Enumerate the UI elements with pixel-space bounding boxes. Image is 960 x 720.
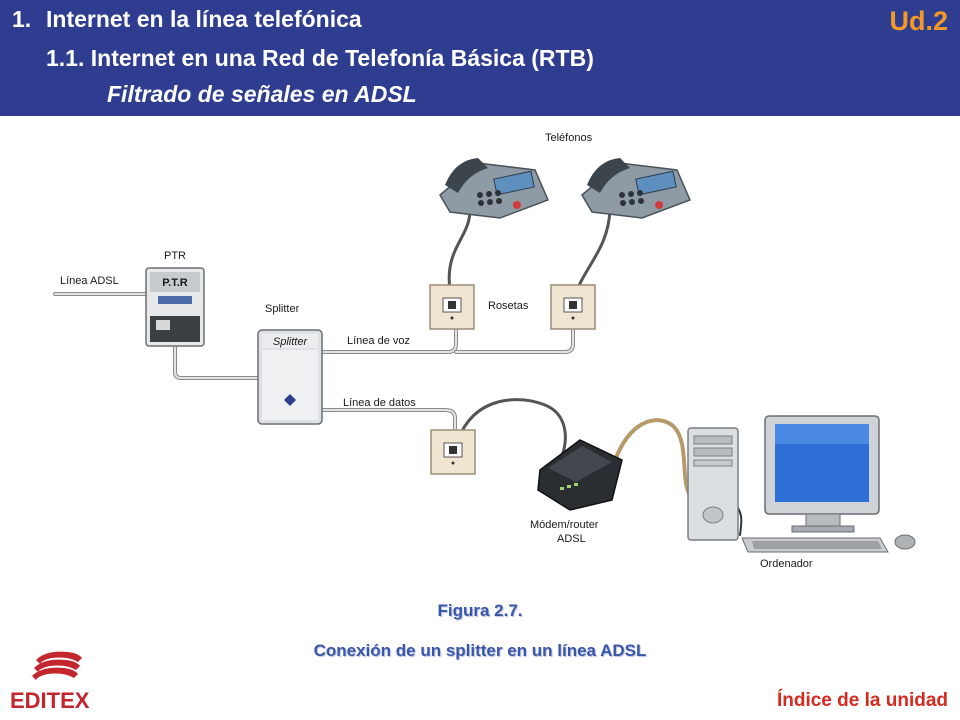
label-modem-router: Módem/router (530, 519, 599, 531)
label-ordenador: Ordenador (760, 558, 813, 570)
unit-badge: Ud.2 (889, 6, 948, 36)
section-number: 1. (12, 6, 32, 32)
topic-title: Filtrado de señales en ADSL (107, 81, 417, 107)
label-ptr: PTR (164, 250, 186, 262)
subsection-title: 1.1. Internet en una Red de Telefonía Bá… (46, 45, 594, 71)
header-bar: 1. Internet en la línea telefónica 1.1. I… (0, 0, 960, 116)
label-linea-datos: Línea de datos (343, 397, 416, 409)
logo-text: EDITEX (10, 688, 90, 712)
adsl-splitter-diagram: P.T.R Splitter (53, 132, 916, 570)
ptr-device-icon: P.T.R (145, 267, 205, 347)
phone-right-icon (581, 158, 692, 219)
splitter-device-text: Splitter (273, 336, 309, 348)
ptr-device-text: P.T.R (162, 277, 188, 289)
computer-tower-icon (687, 427, 739, 541)
phone-left-icon (439, 158, 550, 219)
splitter-device-icon: Splitter (257, 329, 323, 425)
rosette-data-icon (430, 429, 476, 475)
figure-caption: Conexión de un splitter en un línea ADSL (313, 641, 647, 660)
rosette-voice-right-icon (550, 284, 596, 330)
monitor-icon (764, 415, 880, 533)
label-splitter: Splitter (265, 303, 300, 315)
section-title-text: Internet en la línea telefónica (46, 6, 362, 32)
label-telefonos: Teléfonos (545, 132, 593, 144)
label-linea-adsl: Línea ADSL (60, 275, 119, 287)
figure-number: Figura 2.7. (437, 601, 523, 620)
section-title: 1. Internet en la línea telefónica (12, 6, 362, 33)
keyboard-icon (741, 537, 889, 553)
label-linea-voz: Línea de voz (347, 335, 410, 347)
mouse-icon (894, 534, 916, 550)
index-link[interactable]: Índice de la unidad (776, 690, 948, 711)
modem-router-icon (537, 439, 623, 511)
cables (53, 208, 743, 536)
rosette-voice-left-icon (429, 284, 475, 330)
editex-logo: EDITEX (10, 651, 90, 712)
label-adsl: ADSL (557, 533, 586, 545)
label-rosetas: Rosetas (488, 300, 529, 312)
